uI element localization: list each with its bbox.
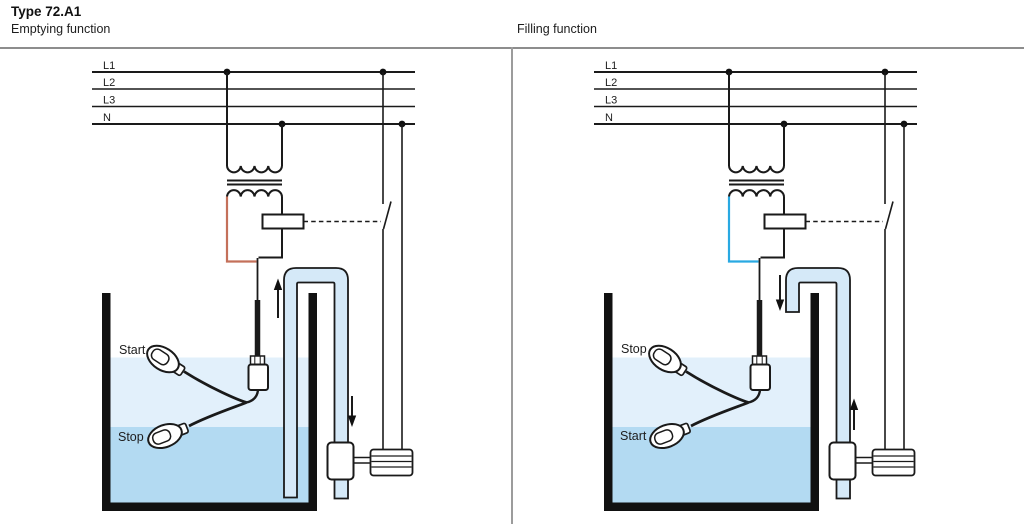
- float-body: [648, 344, 682, 374]
- flow-arrow-tank-side-up: [273, 278, 283, 318]
- sensor-tail-cable: [748, 389, 762, 404]
- motor-body: [369, 448, 414, 477]
- pump-body: [828, 441, 857, 481]
- float-label-bottom: Start: [620, 429, 647, 443]
- float-body: [147, 422, 183, 450]
- float-window: [652, 348, 672, 366]
- water-lower-band: [110, 427, 309, 503]
- diagram-emptying: L1 L2 L3 N: [92, 60, 415, 511]
- arrow-head-down-icon: [347, 415, 357, 427]
- rail-label-L2: L2: [103, 77, 115, 89]
- float-window: [151, 429, 172, 445]
- water-lower-band: [612, 427, 811, 503]
- coil-box: [763, 213, 807, 230]
- rail-label-L1: L1: [605, 60, 617, 72]
- contact-blade: [382, 201, 392, 230]
- rail-label-L3: L3: [103, 95, 115, 107]
- pump-motor-unit: [326, 441, 414, 481]
- control-wire-colored: [225, 196, 257, 263]
- float-cable-top: [685, 370, 749, 404]
- transformer: [728, 72, 785, 197]
- column-divider: [511, 47, 513, 524]
- transformer: [226, 72, 283, 197]
- float-switch-bottom: [649, 422, 691, 450]
- rail-label-L3: L3: [605, 95, 617, 107]
- sensor-body: [749, 363, 771, 391]
- float-body: [649, 422, 685, 450]
- arrow-head-down-icon: [775, 299, 785, 311]
- rail-label-L2: L2: [605, 77, 617, 89]
- diagram-title-filling: Filling function: [517, 22, 597, 36]
- arrow-head-up-icon: [273, 278, 283, 290]
- power-rails: L1 L2 L3 N: [594, 60, 917, 128]
- control-wire-colored: [727, 196, 759, 263]
- sensor-tail-cable: [246, 389, 260, 404]
- float-switch-top: [648, 344, 688, 377]
- relay-coil: [760, 196, 807, 259]
- float-label-top: Stop: [621, 342, 647, 356]
- pump-motor-unit: [828, 441, 916, 481]
- float-switch-bottom: [147, 422, 189, 450]
- float-label-bottom: Stop: [118, 430, 144, 444]
- switch-contact: [382, 72, 392, 450]
- float-window: [653, 429, 674, 445]
- rail-label-N: N: [605, 112, 613, 124]
- page-title: Type 72.A1: [11, 4, 82, 19]
- switch-contact: [884, 72, 894, 450]
- coil-lead-bottom: [258, 228, 283, 259]
- relay-coil: [258, 196, 305, 259]
- rail-label-N: N: [103, 112, 111, 124]
- float-cable-top: [183, 370, 247, 404]
- sensor-assembly: [246, 258, 269, 404]
- primary-winding: [226, 165, 283, 174]
- flow-arrow-discharge-down: [347, 396, 357, 427]
- arrow-head-up-icon: [849, 398, 859, 410]
- motor-body: [871, 448, 916, 477]
- coil-box: [261, 213, 305, 230]
- primary-winding: [728, 165, 785, 174]
- pump-body: [326, 441, 355, 481]
- diagram-filling: L1 L2 L3 N: [594, 60, 917, 511]
- diagram-title-emptying: Emptying function: [11, 22, 111, 36]
- sensor-body: [247, 363, 269, 391]
- flow-arrow-supply-up: [849, 398, 859, 430]
- float-switch-top: [146, 344, 186, 377]
- float-label-top: Start: [119, 343, 146, 357]
- secondary-winding: [728, 189, 785, 197]
- sensor-assembly: [748, 258, 771, 404]
- float-cable-bottom: [188, 401, 248, 428]
- contact-blade: [884, 201, 894, 230]
- flow-arrow-tank-side-down: [775, 275, 785, 311]
- rail-label-L1: L1: [103, 60, 115, 72]
- power-rails: L1 L2 L3 N: [92, 60, 415, 128]
- secondary-winding: [226, 189, 283, 197]
- float-window: [150, 348, 170, 366]
- float-cable-bottom: [690, 401, 750, 428]
- coil-lead-bottom: [760, 228, 785, 259]
- float-body: [146, 344, 180, 374]
